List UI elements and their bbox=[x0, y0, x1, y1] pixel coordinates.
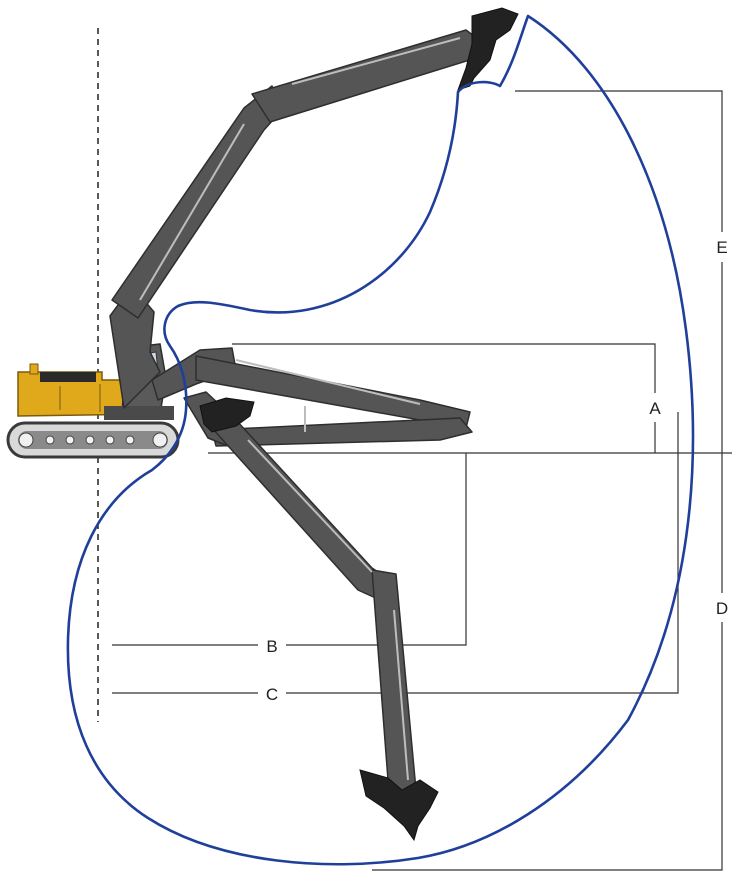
stick-raised-upper bbox=[251, 29, 483, 123]
dimension-lines bbox=[112, 90, 732, 871]
label-c: C bbox=[266, 685, 278, 704]
bucket-icon bbox=[199, 7, 519, 842]
stick-reach-lower bbox=[211, 417, 473, 447]
dimension-e-line bbox=[515, 90, 723, 232]
label-b: B bbox=[266, 637, 277, 656]
working-envelope bbox=[66, 14, 695, 866]
label-e: E bbox=[716, 238, 727, 257]
label-a: A bbox=[649, 399, 661, 418]
label-d: D bbox=[716, 599, 728, 618]
boom-raised bbox=[109, 285, 161, 409]
dimension-a-line bbox=[232, 343, 656, 393]
hydraulic-cylinders bbox=[139, 37, 461, 781]
stick-depth-upper bbox=[211, 419, 391, 601]
bucket-middle bbox=[199, 397, 255, 433]
bucket-top bbox=[457, 7, 519, 91]
bucket-bottom bbox=[359, 769, 439, 842]
